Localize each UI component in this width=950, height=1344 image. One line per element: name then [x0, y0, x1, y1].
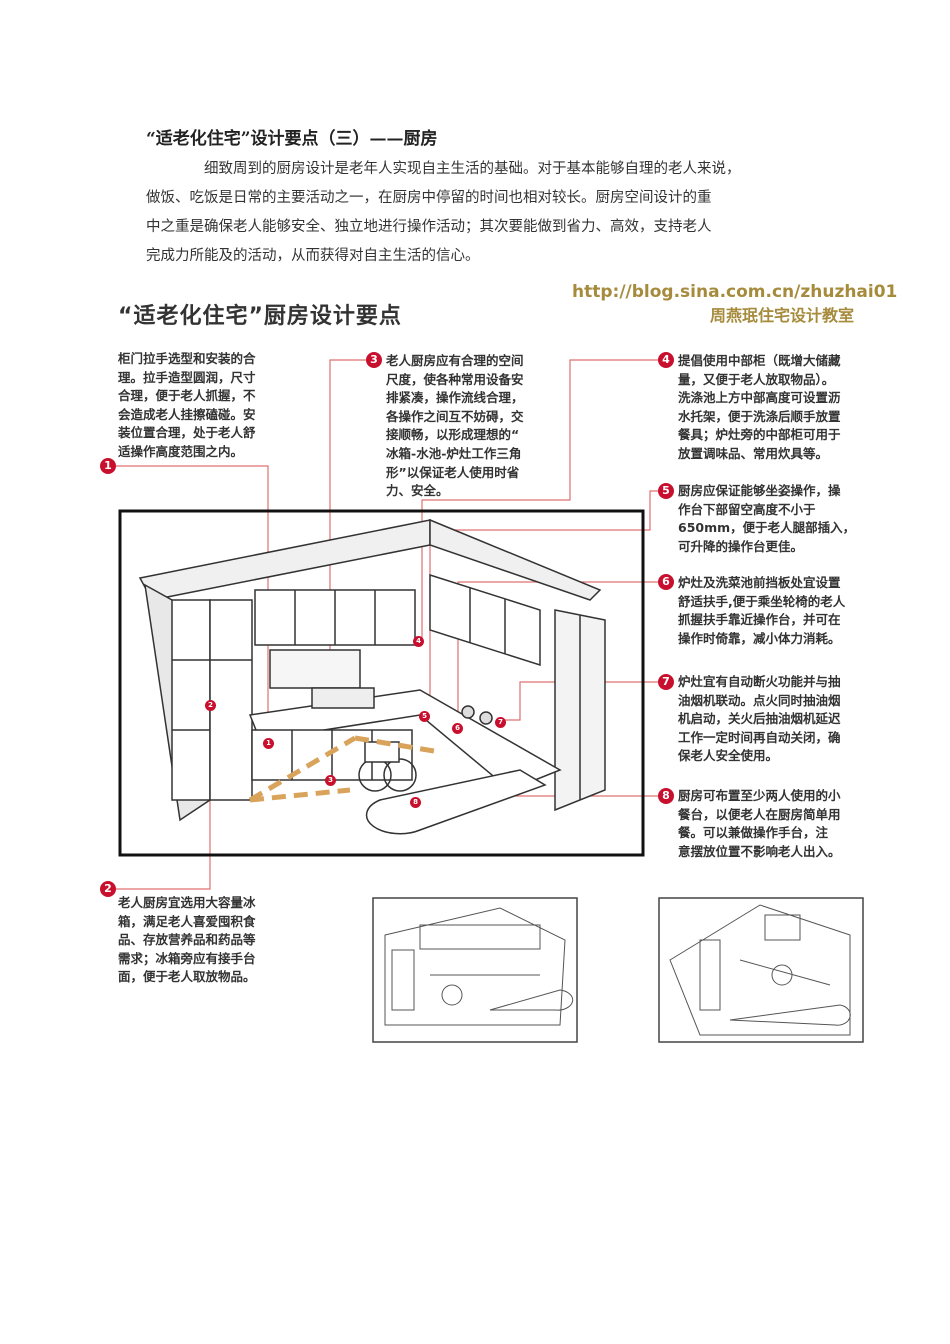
note-line: 工作一定时间再自动关闭，确 [678, 729, 841, 745]
note-line: 炉灶及洗菜池前挡板处宜设置 [678, 575, 841, 590]
figure-title: “适老化住宅”厨房设计要点 [118, 304, 402, 329]
note-line: 合理，便于老人抓握，不 [118, 388, 256, 404]
note-8: 厨房可布置至少两人使用的小 餐台，以便老人在厨房简单用 餐。可以兼做操作手台，注… [678, 787, 841, 861]
note-line: 理。拉手造型圆润，尺寸 [118, 369, 256, 385]
note-line: 会造成老人挂擦磕碰。安 [118, 406, 256, 422]
note-line: 抓握扶手靠近操作台，并可在 [678, 612, 841, 628]
note-line: 可升降的操作台更佳。 [678, 538, 804, 554]
note-1: 柜门拉手选型和安装的合 理。拉手造型圆润，尺寸 合理，便于老人抓握，不 会造成老… [118, 350, 256, 462]
note-line: 厨房可布置至少两人使用的小 [678, 788, 841, 803]
note-line: 油烟机联动。点火同时抽油烟 [678, 692, 841, 708]
note-line: 舒适扶手,便于乘坐轮椅的老人 [678, 593, 846, 609]
note-badge-4: 4 [658, 352, 674, 368]
note-badge-1: 1 [100, 458, 116, 474]
note-line: 机启动，关火后抽油烟机延迟 [678, 711, 841, 727]
note-badge-5: 5 [658, 483, 674, 499]
note-line: 操作时倚靠，减小体力消耗。 [678, 630, 841, 646]
note-4: 提倡使用中部柜（既增大储藏 量，又便于老人放取物品）。 洗涤池上方中部高度可设置… [678, 352, 841, 464]
drawing-marker-6: 6 [452, 723, 463, 734]
drawing-marker-8: 8 [410, 797, 421, 808]
paragraph-line: 细致周到的厨房设计是老年人实现自主生活的基础。对于基本能够自理的老人来说， [204, 161, 741, 177]
note-line: 意摆放位置不影响老人出入。 [678, 843, 841, 859]
document-heading: “适老化住宅”设计要点（三）——厨房 [146, 129, 438, 149]
note-line: 保老人安全使用。 [678, 748, 779, 764]
note-badge-8: 8 [658, 788, 674, 804]
note-line: 排紧凑，操作流线合理， [386, 390, 524, 406]
note-line: 洗涤池上方中部高度可设置沥 [678, 390, 841, 406]
note-line: 量，又便于老人放取物品）。 [678, 371, 835, 387]
blog-url: http://blog.sina.com.cn/zhuzhai01 [572, 282, 898, 302]
note-line: 放置调味品、常用炊具等。 [678, 445, 829, 461]
note-badge-7: 7 [658, 674, 674, 690]
note-line: 提倡使用中部柜（既增大储藏 [678, 353, 841, 368]
drawing-marker-4: 4 [413, 636, 424, 647]
note-6: 炉灶及洗菜池前挡板处宜设置 舒适扶手,便于乘坐轮椅的老人 抓握扶手靠近操作台，并… [678, 574, 845, 648]
note-line: 尺度，使各种常用设备安 [386, 371, 524, 387]
note-line: 装位置合理，处于老人舒 [118, 425, 256, 441]
note-line: 老人厨房应有合理的空间 [386, 353, 524, 368]
note-line: 冰箱-水池-炉灶工作三角 [386, 445, 522, 461]
note-line: 需求；冰箱旁应有接手台 [118, 950, 256, 966]
note-line: 柜门拉手选型和安装的合 [118, 351, 256, 366]
note-line: 餐。可以兼做操作手台，注 [678, 825, 829, 841]
note-badge-6: 6 [658, 574, 674, 590]
note-5: 厨房应保证能够坐姿操作，操 作台下部留空高度不小于 650mm，便于老人腿部插入… [678, 482, 855, 556]
drawing-marker-5: 5 [419, 711, 430, 722]
note-line: 水托架，便于洗涤后顺手放置 [678, 408, 841, 424]
note-line: 品、存放营养品和药品等 [118, 932, 256, 948]
note-line: 厨房应保证能够坐姿操作，操 [678, 483, 841, 498]
note-line: 炉灶宜有自动断火功能并与抽 [678, 674, 841, 689]
note-line: 餐台，以便老人在厨房简单用 [678, 806, 841, 822]
note-line: 接顺畅，以形成理想的“ [386, 427, 520, 443]
note-badge-2: 2 [100, 881, 116, 897]
note-line: 力、安全。 [386, 483, 449, 499]
paragraph-line: 完成力所能及的活动，从而获得对自主生活的信心。 [146, 248, 480, 264]
note-line: 适操作高度范围之内。 [118, 443, 244, 459]
note-2: 老人厨房宜选用大容量冰 箱，满足老人喜爱囤积食 品、存放营养品和药品等 需求；冰… [118, 894, 256, 987]
note-line: 650mm，便于老人腿部插入， [678, 520, 856, 536]
note-line: 作台下部留空高度不小于 [678, 501, 816, 517]
note-line: 餐具；炉灶旁的中部柜可用于 [678, 427, 841, 443]
drawing-marker-3: 3 [325, 775, 336, 786]
drawing-marker-2: 2 [205, 700, 216, 711]
note-7: 炉灶宜有自动断火功能并与抽 油烟机联动。点火同时抽油烟 机启动，关火后抽油烟机延… [678, 673, 841, 766]
note-line: 老人厨房宜选用大容量冰 [118, 895, 256, 910]
note-line: 箱，满足老人喜爱囤积食 [118, 913, 256, 929]
note-line: 形”以保证老人使用时省 [386, 464, 520, 480]
note-3: 老人厨房应有合理的空间 尺度，使各种常用设备安 排紧凑，操作流线合理， 各操作之… [386, 352, 524, 501]
intro-paragraph: 细致周到的厨房设计是老年人实现自主生活的基础。对于基本能够自理的老人来说， 做饭… [146, 155, 836, 271]
note-badge-3: 3 [366, 352, 382, 368]
note-line: 各操作之间互不妨碍，交 [386, 408, 524, 424]
note-line: 面，便于老人取放物品。 [118, 969, 256, 985]
paragraph-line: 中之重是确保老人能够安全、独立地进行操作活动；其次要能做到省力、高效，支持老人 [146, 219, 712, 235]
paragraph-line: 做饭、吃饭是日常的主要活动之一，在厨房中停留的时间也相对较长。厨房空间设计的重 [146, 190, 712, 206]
drawing-marker-1: 1 [263, 738, 274, 749]
drawing-marker-7: 7 [495, 717, 506, 728]
blog-author: 周燕珉住宅设计教室 [710, 306, 855, 325]
